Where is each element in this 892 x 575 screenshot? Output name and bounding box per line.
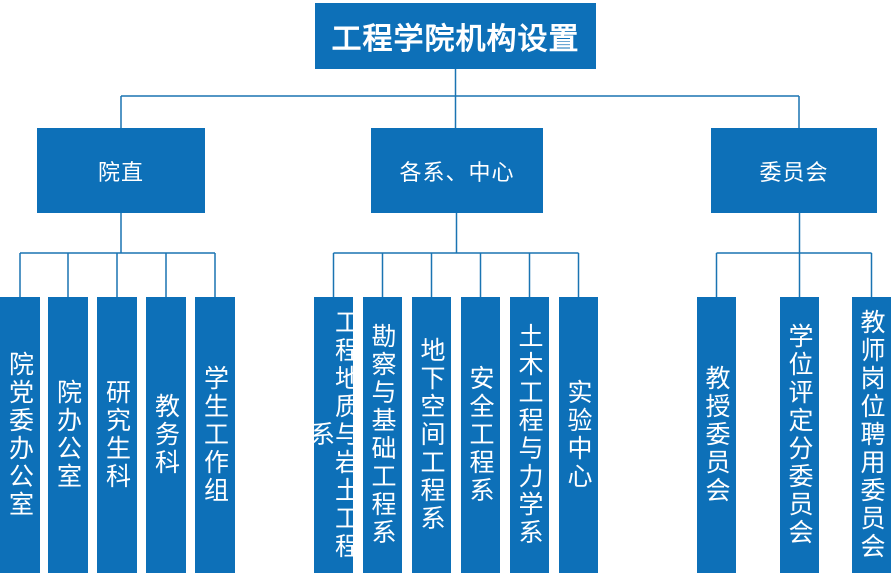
org-unit-degree-subcommittee: 学位评定分委员会 bbox=[780, 297, 819, 573]
org-unit-party-office: 院党委办公室 bbox=[0, 297, 40, 573]
org-unit-professor-committee: 教授委员会 bbox=[697, 297, 736, 573]
connector-path bbox=[19, 69, 873, 297]
org-unit-college-office: 院办公室 bbox=[48, 297, 88, 573]
org-unit-survey-foundation-dept: 勘察与基础工程系 bbox=[363, 297, 402, 573]
org-unit-academic-affairs: 教务科 bbox=[146, 297, 186, 573]
org-unit-graduate-section: 研究生科 bbox=[97, 297, 137, 573]
branch-direct-units: 院直 bbox=[37, 128, 205, 213]
org-unit-experiment-center: 实验中心 bbox=[559, 297, 598, 573]
org-unit-student-work-group: 学生工作组 bbox=[195, 297, 235, 573]
org-unit-underground-space-dept: 地下空间工程系 bbox=[412, 297, 451, 573]
chart-title: 工程学院机构设置 bbox=[315, 3, 596, 69]
branch-departments-centers: 各系、中心 bbox=[371, 128, 543, 213]
org-unit-engineering-geology-dept: 工程地质与岩土工程系 bbox=[307, 297, 361, 573]
org-unit-civil-mechanics-dept: 土木工程与力学系 bbox=[510, 297, 549, 573]
org-unit-safety-engineering-dept: 安全工程系 bbox=[461, 297, 500, 573]
branch-committees: 委员会 bbox=[711, 128, 877, 213]
org-unit-teacher-post-committee: 教师岗位聘用委员会 bbox=[852, 297, 891, 573]
